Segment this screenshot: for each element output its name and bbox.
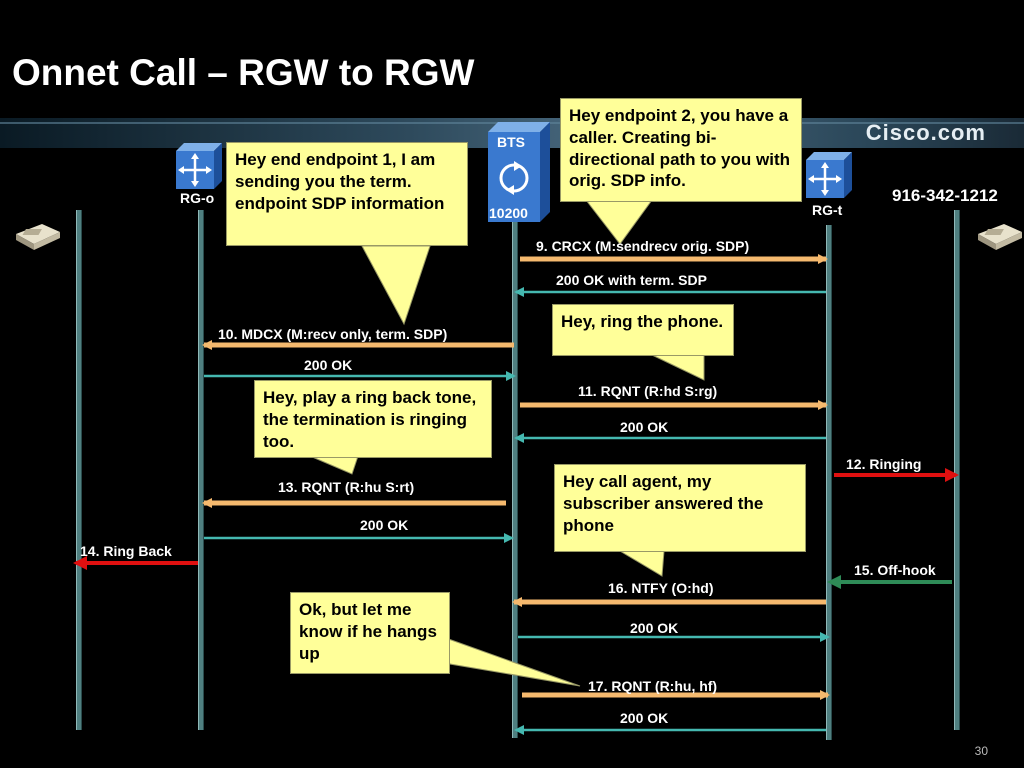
msg-200ok-5: 200 OK [620,710,669,726]
slide-title: Onnet Call – RGW to RGW [12,52,475,93]
msg-16-ntfy: 16. NTFY (O:hd) [608,580,714,596]
msg-200ok-2: 200 OK [620,419,669,435]
msg-12-ringing: 12. Ringing [846,456,922,472]
phone-number-label: 916-342-1212 [892,186,998,205]
msg-200ok-1: 200 OK [304,357,353,373]
callout-ring-back: Hey, play a ring back tone, the terminat… [254,380,492,458]
msg-14-ringback: 14. Ring Back [80,543,172,559]
callout-pointer-c3 [649,353,705,381]
brand-logo: Cisco.com [865,120,986,145]
callout-answered: Hey call agent, my subscriber answered t… [554,464,806,552]
callout-pointer-c4 [309,455,359,475]
router-icon [176,143,222,189]
softswitch-icon [488,122,550,222]
bts-label: BTS [497,134,525,150]
msg-10-mdcx: 10. MDCX (M:recv only, term. SDP) [218,326,448,342]
callout-ring-phone: Hey, ring the phone. [552,304,734,356]
telephone-icon [12,222,62,252]
lane-phone-orig [76,210,82,730]
lane-rg-o [198,210,204,730]
msg-200ok-4: 200 OK [630,620,679,636]
callout-have-caller: Hey endpoint 2, you have a caller. Creat… [560,98,802,202]
rg-o-label: RG-o [180,190,215,206]
msg-200ok-3: 200 OK [360,517,409,533]
callout-pointer-c5 [618,550,665,577]
telephone-icon [974,222,1024,252]
msg-9-crcx: 9. CRCX (M:sendrecv orig. SDP) [536,238,750,254]
callout-term-sdp: Hey end endpoint 1, I am sending you the… [226,142,468,246]
lane-bts [512,220,518,738]
msg-13-rqnt: 13. RQNT (R:hu S:rt) [278,479,415,495]
msg-15-offhook: 15. Off-hook [854,562,936,578]
slide-number: 30 [974,744,988,758]
router-icon [806,152,852,198]
callout-pointer-c1 [361,245,431,326]
rg-t-label: RG-t [812,202,843,218]
msg-11-rqnt: 11. RQNT (R:hd S:rg) [578,383,718,399]
callout-pointer-c6 [439,635,581,687]
lane-rg-t [826,225,832,740]
bts-id-label: 10200 [489,205,528,221]
msg-200ok-term-sdp: 200 OK with term. SDP [556,272,707,288]
callout-hangs-up: Ok, but let me know if he hangs up [290,592,450,674]
msg-17-rqnt: 17. RQNT (R:hu, hf) [588,678,718,694]
